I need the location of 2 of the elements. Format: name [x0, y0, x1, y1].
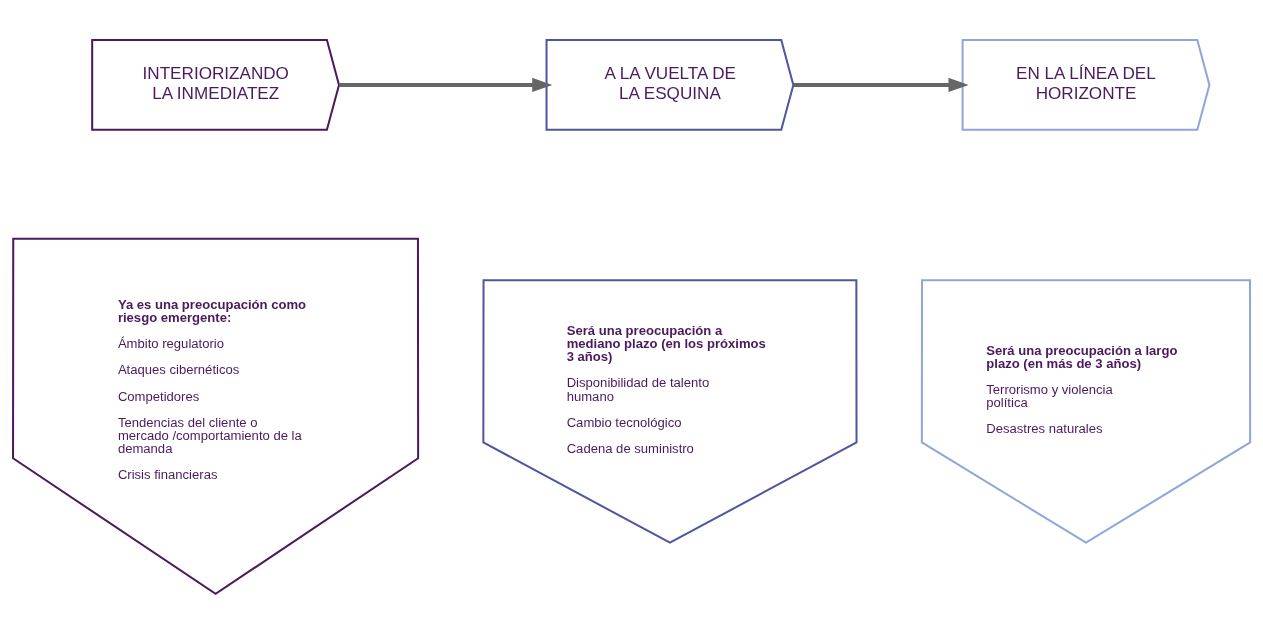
arrow	[793, 77, 969, 92]
arrow	[339, 77, 553, 92]
